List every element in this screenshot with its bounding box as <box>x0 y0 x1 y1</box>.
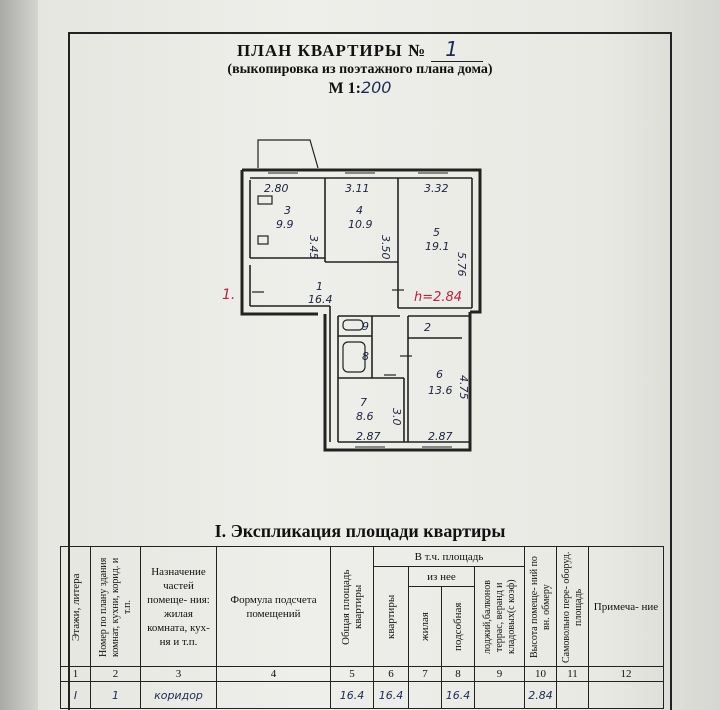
table-row: I 1 коридор 16.4 16.4 16.4 2.84 <box>60 681 664 709</box>
washbasin <box>342 319 364 331</box>
room-6-number: 6 <box>436 368 443 381</box>
cell-height: 2.84 <box>524 681 557 709</box>
ceiling-height-note: h=2.84 <box>414 290 462 305</box>
room-3-number: 3 <box>284 204 291 217</box>
margin-mark: 1. <box>222 287 235 303</box>
room-2-number: 2 <box>424 321 431 334</box>
sink <box>257 235 269 245</box>
scale-label: М 1: <box>328 80 361 97</box>
room-9-number: 9 <box>362 320 369 333</box>
room-7-area: 8.6 <box>356 410 374 423</box>
header-number: Номер по плану здания комнат, кухни, кор… <box>90 546 141 667</box>
cell-purpose: коридор <box>140 681 217 709</box>
cell-total: 16.4 <box>330 681 374 709</box>
plan-scale: М 1:200 <box>0 78 720 98</box>
header-of-which: из нее <box>408 566 475 587</box>
explication-table: Этажи, литера Номер по плану здания комн… <box>60 546 664 709</box>
header-height: Высота помеще- ний по вн. обмеру <box>524 546 557 667</box>
cell-aux: 16.4 <box>441 681 475 709</box>
explication-title: I. Экспликация площади квартиры <box>214 521 506 541</box>
document-frame <box>68 32 672 710</box>
header-loggia: лоджий,балконов террас, веранд и кладовы… <box>474 566 525 667</box>
room-6-area: 13.6 <box>428 384 453 397</box>
header-flat-area: квартиры <box>373 566 409 667</box>
binding-edge <box>0 0 38 710</box>
header-note: Примеча- ние <box>588 546 664 667</box>
room-6-width: 2.87 <box>428 430 453 443</box>
room-8-number: 8 <box>362 350 369 363</box>
outer-wall-south <box>323 312 472 452</box>
header-formula: Формула подсчета помещений <box>216 546 331 667</box>
header-purpose: Назначение частей помеще- ния: жилая ком… <box>140 546 217 667</box>
room-6-length: 4.75 <box>457 375 470 400</box>
header-total-area: Общая площадь квартиры <box>330 546 374 667</box>
scale-value: 200 <box>360 78 392 97</box>
header-including-area: В т.ч. площадь <box>373 546 525 567</box>
header-unauthorized: Самовольно пере- оборуд. площадь <box>556 546 589 667</box>
header-floor: Этажи, литера <box>60 546 91 667</box>
header-auxiliary: подсобная <box>441 586 475 667</box>
stove <box>257 195 273 205</box>
bathtub <box>342 341 366 373</box>
cell-note <box>588 681 664 709</box>
room-5-area: 19.1 <box>425 240 450 253</box>
room-5-length: 5.76 <box>455 252 468 277</box>
plan-title: ПЛАН КВАРТИРЫ № 1 <box>0 37 720 62</box>
room-3-width: 2.80 <box>264 182 289 195</box>
room-7-number: 7 <box>360 396 367 409</box>
plan-title-text: ПЛАН КВАРТИРЫ № <box>236 41 427 60</box>
header-living: жилая <box>408 586 442 667</box>
apartment-number: 1 <box>431 37 484 62</box>
cell-formula <box>216 681 331 709</box>
cell-floor: I <box>60 681 91 709</box>
cell-flat: 16.4 <box>373 681 409 709</box>
cell-living <box>408 681 442 709</box>
room-7-length: 3.0 <box>390 408 403 426</box>
cell-unauth <box>556 681 589 709</box>
room-4-number: 4 <box>356 204 363 217</box>
cell-loggia <box>474 681 525 709</box>
room-1-area: 16.4 <box>308 293 333 306</box>
room-4-width: 3.11 <box>345 182 370 195</box>
balcony-outline <box>257 139 319 169</box>
room-7-width: 2.87 <box>356 430 381 443</box>
room-5-width: 3.32 <box>424 182 449 195</box>
room-3-length: 3.45 <box>307 235 320 260</box>
room-5-number: 5 <box>433 226 440 239</box>
floor-plan: 2.80 3.11 3.32 3 9.9 3.45 4 10.9 3.50 5 … <box>222 139 482 452</box>
room-4-length: 3.50 <box>379 235 392 260</box>
room-1-number: 1 <box>316 280 323 293</box>
plan-subtitle: (выкопировка из поэтажного плана дома) <box>227 62 493 77</box>
room-3-area: 9.9 <box>276 218 294 231</box>
outer-wall-north-east <box>242 168 482 314</box>
cell-number: 1 <box>90 681 141 709</box>
room-4-area: 10.9 <box>348 218 373 231</box>
outer-wall-west <box>240 170 318 316</box>
